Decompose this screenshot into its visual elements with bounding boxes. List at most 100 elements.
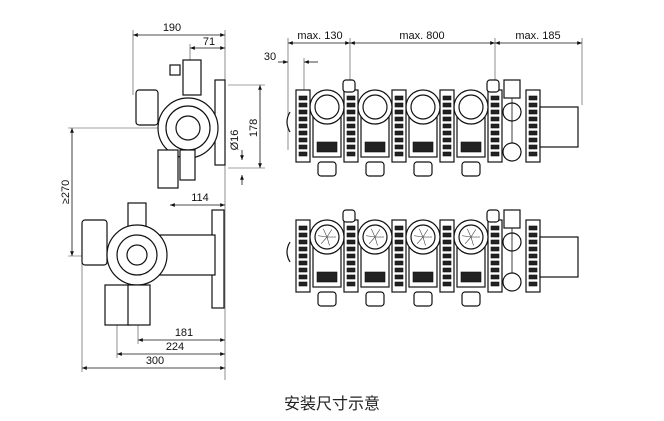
rail-slot [298, 246, 308, 252]
manifold-top [286, 79, 579, 177]
rail-slot [490, 109, 500, 115]
rail-slot [346, 130, 356, 136]
rail-slot [394, 144, 404, 150]
circuit-grip [412, 141, 434, 153]
rail-slot [528, 232, 538, 238]
rail-slot [394, 109, 404, 115]
rail-slot [298, 123, 308, 129]
mount-lug [342, 209, 356, 223]
rail-slot [298, 109, 308, 115]
dim-224-label: 224 [166, 341, 184, 353]
dial-tick [470, 229, 477, 238]
dial-tick [422, 236, 426, 246]
dim-181-label: 181 [175, 327, 193, 339]
rail-slot [442, 232, 452, 238]
rail-slot [298, 239, 308, 245]
rail-slot [298, 267, 308, 273]
rail-slot [298, 253, 308, 259]
circuit-valve [458, 94, 484, 120]
lower-fitting [127, 284, 151, 326]
dial-tick [368, 236, 376, 245]
end-cap [286, 241, 291, 263]
circuit-grip [460, 271, 482, 283]
rail-slot [442, 123, 452, 129]
dial-tick [326, 236, 330, 246]
outlet-fitting [365, 291, 385, 307]
rail-slot [490, 281, 500, 287]
rail-slot [528, 281, 538, 287]
dial-tick [374, 229, 381, 238]
dim-130-label: max. 130 [297, 30, 342, 42]
dim-71-label: 71 [203, 36, 215, 48]
circuit-valve [362, 94, 388, 120]
dim-270-label: ≥270 [60, 180, 72, 204]
rail-slot [528, 109, 538, 115]
rail-slot [394, 281, 404, 287]
rail-slot [346, 281, 356, 287]
rail-slot [528, 130, 538, 136]
rail-slot [442, 267, 452, 273]
rail-slot [528, 246, 538, 252]
rail-slot [394, 130, 404, 136]
rail-slot [490, 137, 500, 143]
dial-tick [464, 236, 472, 245]
circuit-grip [364, 141, 386, 153]
valve-body [182, 59, 202, 96]
rail-slot [394, 274, 404, 280]
valve-handle [169, 64, 181, 76]
rail-slot [298, 95, 308, 101]
rail-slot [442, 95, 452, 101]
rail-slot [346, 123, 356, 129]
rail-slot [442, 274, 452, 280]
dial-tick [370, 228, 376, 238]
rail-slot [346, 102, 356, 108]
rail-slot [528, 151, 538, 157]
rail-slot [528, 95, 538, 101]
outlet-fitting [317, 161, 337, 177]
rail-slot [490, 144, 500, 150]
vent-valve [503, 79, 521, 99]
rail-slot [298, 130, 308, 136]
dial-tick [326, 229, 333, 238]
rail-slot [528, 253, 538, 259]
side-assembly-bottom [81, 202, 225, 326]
rail-slot [394, 246, 404, 252]
rail-slot [528, 274, 538, 280]
rail-slot [394, 151, 404, 157]
side-view: 190 71 178 Ø16 ≥270 114 181 224 300 [60, 22, 265, 380]
dim-178-label: 178 [248, 119, 260, 137]
rail-slot [442, 144, 452, 150]
rail-slot [394, 137, 404, 143]
rail-slot [346, 232, 356, 238]
rail-slot [346, 109, 356, 115]
dim-300-label: 300 [146, 355, 164, 367]
rail-slot [346, 116, 356, 122]
dial-tick [418, 228, 424, 238]
rail-slot [298, 274, 308, 280]
rail-slot [346, 274, 356, 280]
actuator [81, 219, 108, 266]
outlet-fitting [365, 161, 385, 177]
dim-800-label: max. 800 [399, 30, 444, 42]
rail-slot [490, 253, 500, 259]
rail-slot [528, 102, 538, 108]
circuit-grip [364, 271, 386, 283]
side-assembly-top [135, 59, 226, 189]
rail-slot [442, 246, 452, 252]
main-pipe-connection [539, 236, 579, 278]
rail-slot [394, 225, 404, 231]
rail-slot [442, 239, 452, 245]
rail-slot [394, 123, 404, 129]
rail-slot [346, 253, 356, 259]
rail-slot [490, 260, 500, 266]
rail-slot [394, 253, 404, 259]
rail-slot [298, 151, 308, 157]
lower-fitting [157, 149, 179, 189]
rail-slot [490, 246, 500, 252]
main-pipe-connection [539, 106, 579, 148]
rail-slot [442, 130, 452, 136]
rail-slot [528, 225, 538, 231]
lower-fitting [179, 149, 196, 181]
rail-slot [528, 267, 538, 273]
